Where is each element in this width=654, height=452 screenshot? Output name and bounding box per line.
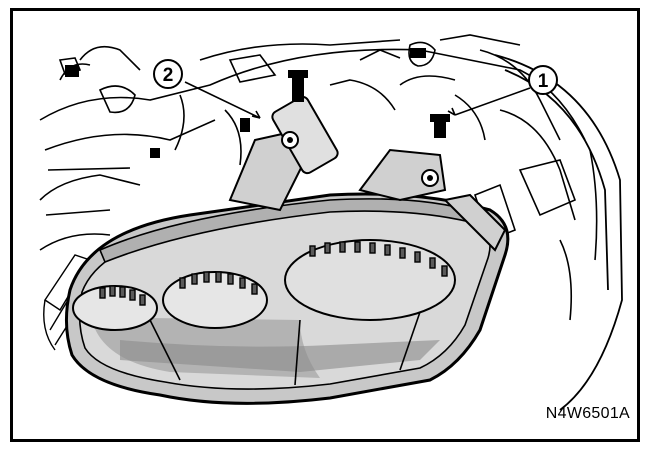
center-mounting-bracket — [358, 148, 447, 202]
bolt-right — [421, 114, 450, 187]
headlamp-assembly — [64, 192, 510, 405]
callout-1-leader — [454, 87, 531, 116]
headlamp-divider-3 — [399, 311, 421, 371]
callout-1: 1 — [528, 65, 558, 95]
mounting-bolts — [65, 48, 450, 187]
bolt-rear — [240, 118, 250, 132]
turn-signal-reflector — [284, 239, 456, 321]
callout-2-leader — [184, 81, 261, 119]
low-beam-reflector — [162, 271, 268, 329]
callout-1-label: 1 — [538, 71, 549, 92]
reflector-ribs — [99, 241, 448, 306]
headlamp-bottom-shade — [120, 340, 440, 372]
right-mounting-bracket — [442, 193, 507, 252]
headlamp-divider-2 — [294, 319, 301, 386]
headlamp-divider-1 — [149, 319, 181, 381]
callout-2-label: 2 — [163, 65, 174, 86]
bolt-far — [65, 48, 426, 158]
callout-leaders — [184, 81, 531, 119]
bolt-left — [281, 70, 308, 149]
callout-2: 2 — [153, 59, 183, 89]
figure-code: N4W6501A — [546, 405, 630, 422]
fender-panel — [494, 54, 623, 411]
mounting-brackets — [228, 95, 507, 252]
